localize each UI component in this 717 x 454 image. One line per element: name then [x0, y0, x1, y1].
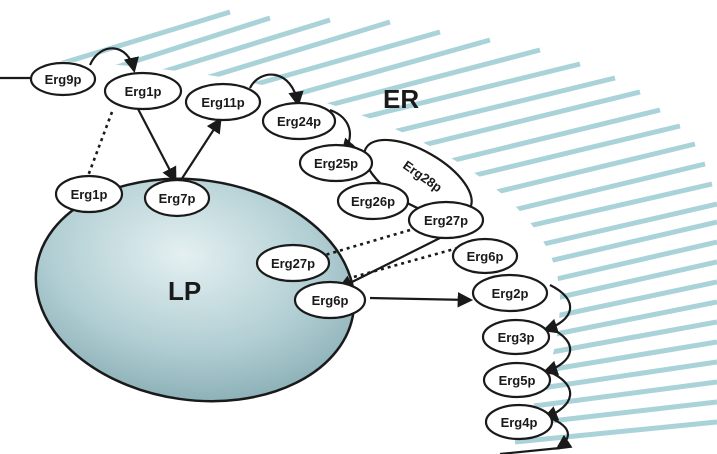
node-erg1p-er: Erg1p [103, 71, 183, 111]
svg-text:Erg5p: Erg5p [499, 373, 536, 388]
svg-text:Erg3p: Erg3p [498, 330, 535, 345]
lp-label: LP [168, 276, 201, 306]
node-erg7p: Erg7p [143, 178, 211, 218]
svg-text:Erg2p: Erg2p [492, 286, 529, 301]
node-erg4p: Erg4p [484, 403, 554, 441]
svg-text:Erg4p: Erg4p [501, 415, 538, 430]
node-erg25p: Erg25p [298, 143, 374, 183]
svg-text:Erg7p: Erg7p [159, 191, 196, 206]
node-erg9p: Erg9p [29, 61, 97, 97]
node-erg27p-er: Erg27p [407, 200, 485, 240]
node-erg26p: Erg26p [336, 181, 410, 221]
pathway-edges [0, 47, 573, 454]
svg-text:Erg25p: Erg25p [314, 156, 358, 171]
node-erg1p-lp: Erg1p [54, 174, 124, 214]
svg-text:Erg1p: Erg1p [71, 187, 108, 202]
svg-text:Erg24p: Erg24p [277, 114, 321, 129]
svg-text:Erg27p: Erg27p [271, 256, 315, 271]
node-erg6p-lp: Erg6p [293, 280, 367, 320]
node-erg27p-lp: Erg27p [255, 243, 331, 283]
node-erg2p: Erg2p [471, 273, 549, 313]
node-erg6p-er: Erg6p [451, 237, 519, 275]
svg-text:Erg27p: Erg27p [424, 213, 468, 228]
svg-text:Erg1p: Erg1p [125, 84, 162, 99]
svg-text:Erg9p: Erg9p [45, 72, 82, 87]
svg-text:Erg11p: Erg11p [201, 95, 244, 110]
node-erg11p: Erg11p [184, 82, 262, 122]
node-erg5p: Erg5p [482, 361, 552, 399]
svg-text:Erg6p: Erg6p [467, 249, 504, 264]
node-erg24p: Erg24p [261, 101, 337, 141]
er-label: ER [383, 84, 419, 114]
svg-text:Erg6p: Erg6p [312, 293, 349, 308]
svg-text:Erg26p: Erg26p [351, 194, 395, 209]
node-erg3p: Erg3p [481, 318, 551, 356]
